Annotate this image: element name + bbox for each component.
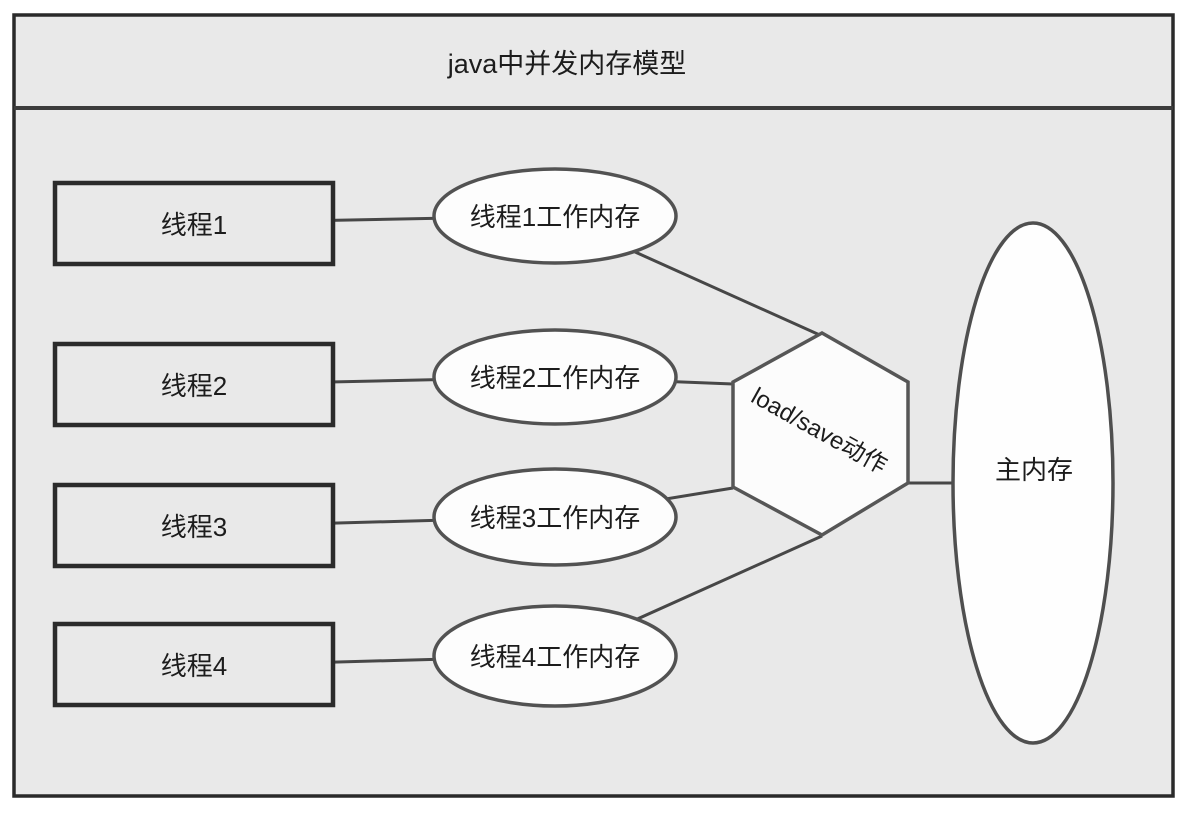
working-memory-ellipses: 线程1工作内存 线程2工作内存 线程3工作内存 线程4工作内存 bbox=[432, 167, 678, 708]
thread-3-box bbox=[52, 482, 336, 569]
thread-4-label: 线程4 bbox=[161, 651, 227, 681]
load-save-hexagon bbox=[731, 330, 910, 538]
thread-boxes: 线程1 线程2 线程3 线程4 bbox=[52, 180, 336, 708]
thread-3-working-memory-ellipse bbox=[432, 467, 678, 567]
thread-1-label: 线程1 bbox=[161, 210, 227, 240]
thread-3-working-memory-label: 线程3工作内存 bbox=[470, 503, 640, 533]
diagram-title: java中并发内存模型 bbox=[447, 49, 687, 79]
thread-1-working-memory-label: 线程1工作内存 bbox=[470, 202, 640, 232]
thread-4-working-memory-ellipse bbox=[432, 604, 678, 708]
thread-2-working-memory-ellipse bbox=[432, 328, 678, 426]
thread-2-box bbox=[52, 341, 336, 428]
load-save-hexagon-group: load/save动作 bbox=[731, 330, 910, 538]
thread-2-working-memory-label: 线程2工作内存 bbox=[470, 363, 640, 393]
thread-3-label: 线程3 bbox=[161, 512, 227, 542]
thread-1-box bbox=[52, 180, 336, 267]
main-memory-label: 主内存 bbox=[995, 455, 1073, 485]
thread-2-label: 线程2 bbox=[161, 371, 227, 401]
thread-4-working-memory-label: 线程4工作内存 bbox=[470, 642, 640, 672]
main-memory-group: 主内存 bbox=[951, 221, 1115, 745]
thread-4-box bbox=[52, 621, 336, 708]
thread-1-working-memory-ellipse bbox=[432, 167, 678, 265]
main-memory-ellipse bbox=[951, 221, 1115, 745]
